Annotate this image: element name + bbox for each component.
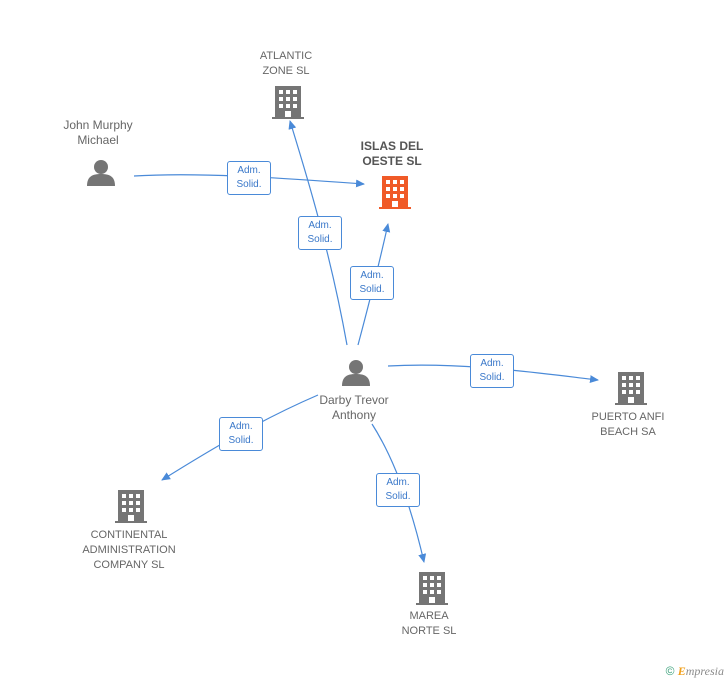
node-label-islas-del-oeste[interactable]: ISLAS DEL OESTE SL [360, 139, 424, 168]
copyright-icon: © [665, 664, 675, 678]
building-icon[interactable] [615, 372, 647, 405]
edge-badge-john-islas[interactable]: Adm. Solid. [227, 161, 271, 195]
node-label-darby-trevor[interactable]: Darby Trevor Anthony [319, 393, 389, 422]
empresia-logo[interactable]: Empresia [677, 664, 724, 678]
building-icon[interactable] [416, 572, 448, 605]
edge-darby-atlantic [288, 120, 348, 346]
node-label-puerto-anfi[interactable]: PUERTO ANFI BEACH SA [591, 411, 665, 438]
building-icon[interactable] [272, 86, 304, 119]
edge-badge-darby-atlantic[interactable]: Adm. Solid. [298, 216, 342, 250]
building-icon[interactable] [379, 176, 411, 209]
edge-badge-darby-islas[interactable]: Adm. Solid. [350, 266, 394, 300]
empresia-footer: © Empresia [666, 664, 724, 679]
edge-badge-darby-continental[interactable]: Adm. Solid. [219, 417, 263, 451]
person-icon[interactable] [342, 360, 370, 386]
node-label-john-murphy[interactable]: John Murphy Michael [63, 118, 133, 147]
edge-badge-darby-marea[interactable]: Adm. Solid. [376, 473, 420, 507]
node-label-marea-norte[interactable]: MAREA NORTE SL [401, 610, 457, 637]
node-label-continental[interactable]: CONTINENTAL ADMINISTRATION COMPANY SL [82, 529, 176, 571]
edge-badge-darby-puerto[interactable]: Adm. Solid. [470, 354, 514, 388]
node-label-atlantic-zone[interactable]: ATLANTIC ZONE SL [259, 50, 313, 77]
building-icon[interactable] [115, 490, 147, 523]
person-icon[interactable] [87, 160, 115, 186]
